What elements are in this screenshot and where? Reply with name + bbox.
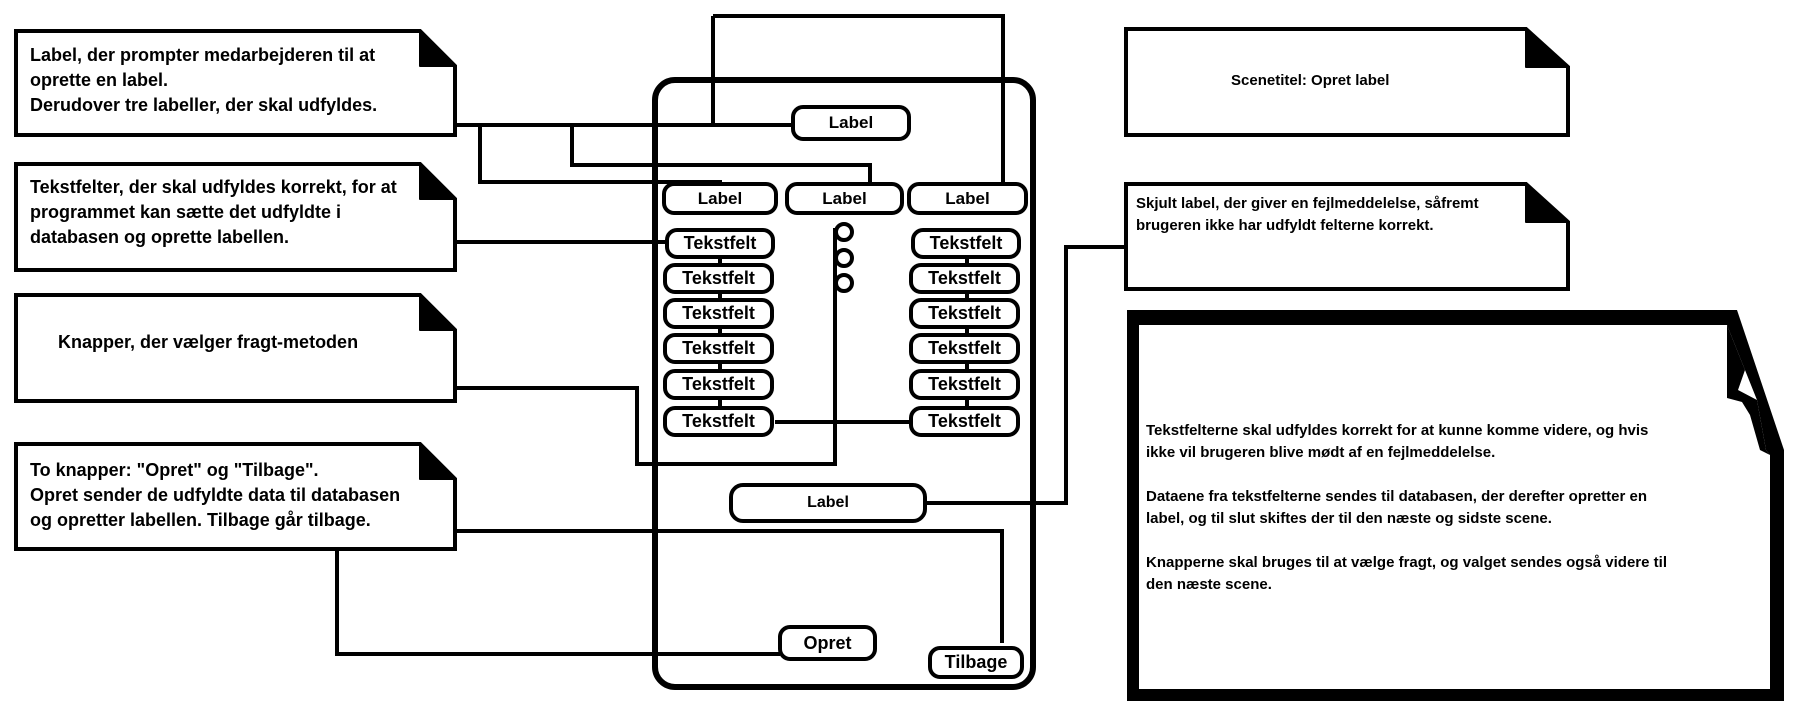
text-field-right-3[interactable]: Tekstfelt	[928, 303, 1001, 323]
text-field-left-6[interactable]: Tekstfelt	[682, 411, 755, 431]
radio-button-1	[834, 222, 854, 242]
note-box-freight-buttons	[14, 293, 457, 403]
note-box-hidden-label	[1124, 182, 1570, 291]
column-label-middle: Label	[822, 188, 867, 208]
note-box-two-buttons	[14, 442, 457, 551]
phone-frame	[652, 77, 1036, 690]
column-label-left: Label	[697, 188, 743, 208]
note-textfields: Tekstfelter, der skal udfyldes korrekt, …	[30, 177, 397, 247]
note-scene-title: Scenetitel: Opret label	[1231, 72, 1390, 89]
note-two-buttons: To knapper: "Opret" og "Tilbage". Opret …	[30, 460, 401, 530]
radio-button-2	[834, 248, 854, 268]
note-box-textfields	[14, 162, 457, 272]
back-button[interactable]: Tilbage	[944, 652, 1008, 672]
text-field-left-3[interactable]: Tekstfelt	[682, 303, 755, 323]
error-label: Label	[807, 494, 849, 511]
text-field-left-5[interactable]: Tekstfelt	[682, 374, 755, 394]
text-field-right-2[interactable]: Tekstfelt	[928, 268, 1001, 288]
text-field-left-2[interactable]: Tekstfelt	[682, 268, 755, 288]
text-field-right-6[interactable]: Tekstfelt	[928, 411, 1001, 431]
text-field-right-5[interactable]: Tekstfelt	[928, 374, 1001, 394]
note-box-summary	[1127, 310, 1784, 701]
note-freight-buttons: Knapper, der vælger fragt-metoden	[58, 332, 359, 352]
note-summary: Tekstfelterne skal udfyldes korrekt for …	[1146, 422, 1667, 593]
column-label-right: Label	[945, 188, 990, 208]
radio-button-3	[834, 273, 854, 293]
title-label: Label	[828, 113, 874, 132]
text-field-right-1[interactable]: Tekstfelt	[929, 233, 1003, 253]
note-hidden-label: Skjult label, der giver en fejlmeddelels…	[1136, 195, 1479, 234]
note-label-prompt: Label, der prompter medarbejderen til at…	[30, 45, 378, 115]
text-field-left-4[interactable]: Tekstfelt	[682, 338, 755, 358]
note-box-scene-title	[1124, 27, 1570, 137]
create-button[interactable]: Opret	[803, 632, 852, 653]
note-box-label-prompt	[14, 29, 457, 137]
text-field-right-4[interactable]: Tekstfelt	[928, 338, 1001, 358]
text-field-left-1[interactable]: Tekstfelt	[683, 233, 757, 253]
